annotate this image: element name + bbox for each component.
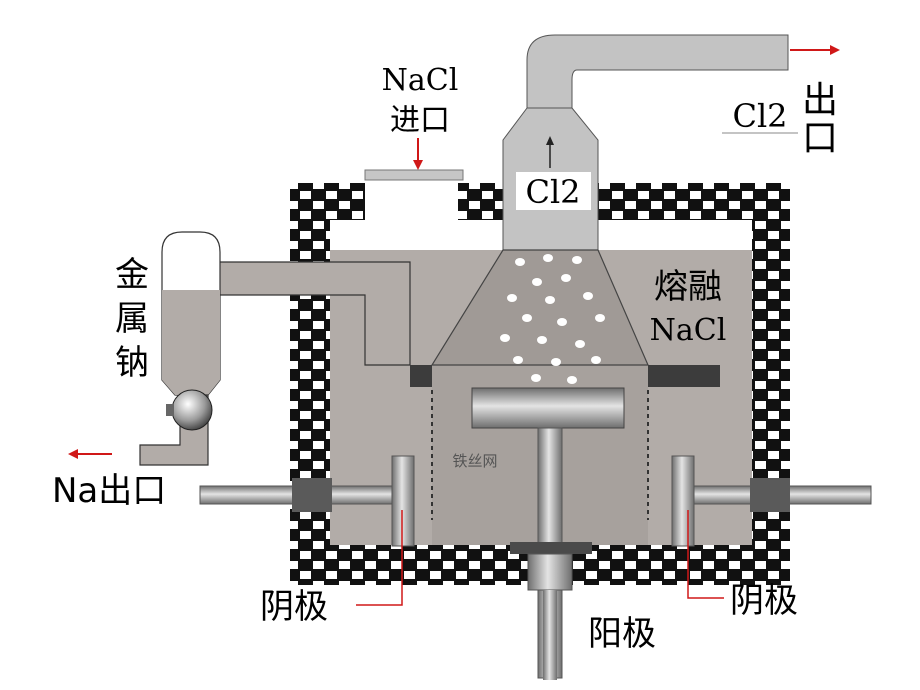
sodium-level (162, 290, 220, 395)
cathode-right-plate (671, 455, 695, 547)
cl2-outlet-label-bg (720, 95, 800, 133)
bubble (500, 334, 510, 342)
sodium-tank (139, 231, 221, 466)
cathode-left-leader (356, 510, 403, 606)
furnace-top-left (290, 183, 365, 220)
outlet-label-char1: 出 (802, 80, 838, 121)
furnace-wall-right (752, 183, 790, 585)
cathode-left-plate (391, 455, 415, 547)
cl2-outlet-arrowhead (830, 45, 840, 55)
na-outlet-label: Na出口 (52, 471, 166, 511)
bubble (572, 256, 582, 264)
bubble (575, 340, 585, 348)
outlet-label-char2: 口 (802, 118, 838, 159)
valve-stem (166, 404, 174, 416)
bubble (583, 292, 593, 300)
cl2-rising-arrowhead (546, 136, 554, 145)
nacl-inlet-plate (364, 169, 464, 181)
bubble (567, 376, 577, 384)
nacl-inlet-arrowhead (413, 160, 423, 170)
cathode-left-label: 阴极 (260, 587, 328, 627)
cathode-right-leader (687, 510, 724, 599)
na-outlet-arrowhead (68, 449, 78, 459)
bubble (507, 294, 517, 302)
anode-sleeve (527, 553, 573, 591)
cl2-rising-label-bg (516, 172, 591, 210)
cathode-left-assembly (199, 455, 415, 547)
nacl-inlet-label-line1: NaCl (382, 63, 459, 98)
bubble (557, 318, 567, 326)
cathode-right-label: 阴极 (730, 581, 798, 621)
sodium-collector-pipe (214, 261, 411, 366)
leader-lines (356, 510, 724, 606)
bubble (537, 336, 547, 344)
bubble (543, 254, 553, 262)
furnace-top-mid (458, 183, 503, 220)
bubble (545, 296, 555, 304)
chimney-elbow (526, 34, 789, 111)
bubble (561, 274, 571, 282)
iron-mesh-label: 铁丝网 (452, 452, 497, 470)
bubble (522, 314, 532, 322)
metal-sodium-label-char3: 钠 (115, 343, 149, 383)
valve-ball (171, 389, 213, 431)
cathode-left-flange (292, 478, 332, 512)
cathode-right-flange (750, 478, 790, 512)
nacl-inlet-label-line2: 进口 (390, 103, 450, 138)
arrows (68, 45, 840, 459)
anode-seal-plate (510, 542, 592, 554)
sodium-collector (214, 261, 720, 387)
anode-label: 阳极 (588, 614, 656, 654)
left-baffle-top (410, 365, 432, 387)
furnace-wall-left (290, 183, 330, 585)
right-baffle-top (648, 365, 720, 387)
bubble (595, 314, 605, 322)
bubble (531, 374, 541, 382)
bubble (591, 356, 601, 364)
anode-head (471, 387, 625, 429)
bubble (551, 358, 561, 366)
furnace-top-right (598, 183, 790, 220)
molten-nacl-label-line2: NaCl (650, 313, 727, 348)
molten-nacl-label-line1: 熔融 (654, 267, 722, 307)
bubble (532, 278, 542, 286)
anode-rod-bottom (543, 590, 557, 680)
bubble (513, 356, 523, 364)
cl2-rising-label: Cl2 (525, 173, 580, 211)
metal-sodium-label-char2: 属 (115, 299, 149, 339)
bubble (515, 258, 525, 266)
metal-sodium-label-char1: 金 (115, 255, 149, 295)
anode-assembly (471, 387, 625, 680)
furnace-wall (290, 183, 790, 585)
cl2-outlet-gas-label: Cl2 (732, 97, 787, 135)
gas-bubbles (500, 254, 605, 384)
